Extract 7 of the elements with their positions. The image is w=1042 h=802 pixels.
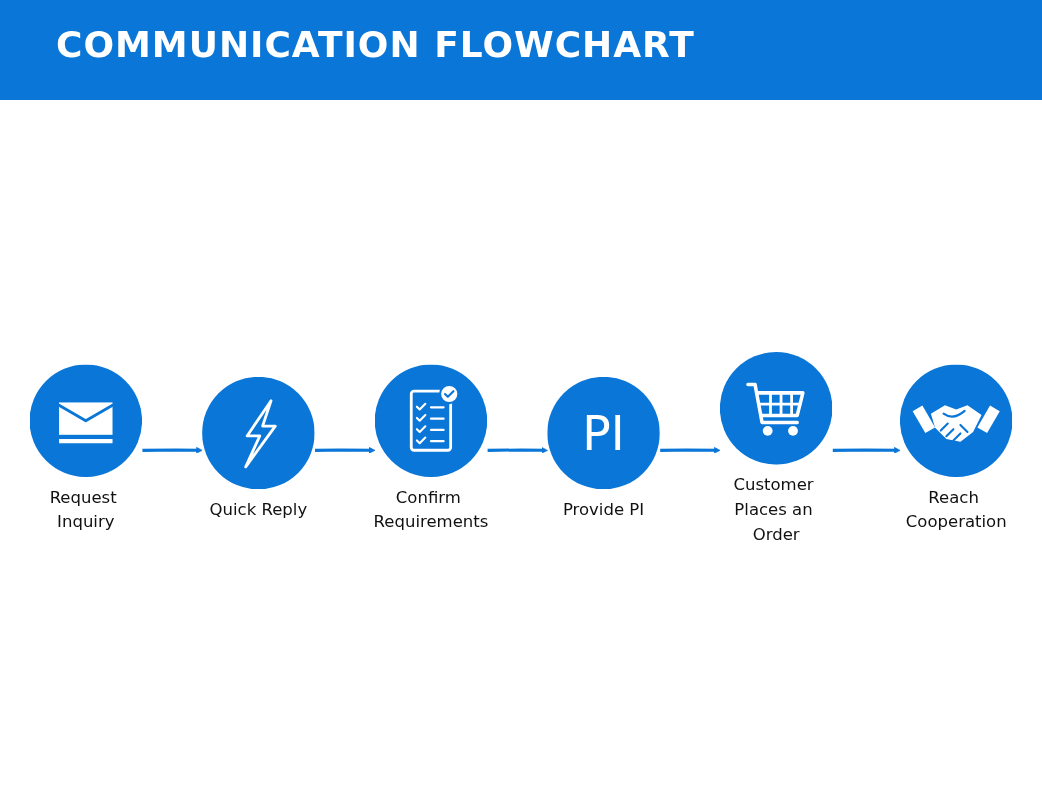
arrow xyxy=(660,447,721,454)
arrow xyxy=(142,447,203,454)
arrow xyxy=(315,447,376,454)
title: COMMUNICATION FLOWCHART xyxy=(56,24,695,65)
disc-text: PI xyxy=(582,405,625,461)
arrow xyxy=(487,447,548,454)
arrow xyxy=(832,447,901,454)
